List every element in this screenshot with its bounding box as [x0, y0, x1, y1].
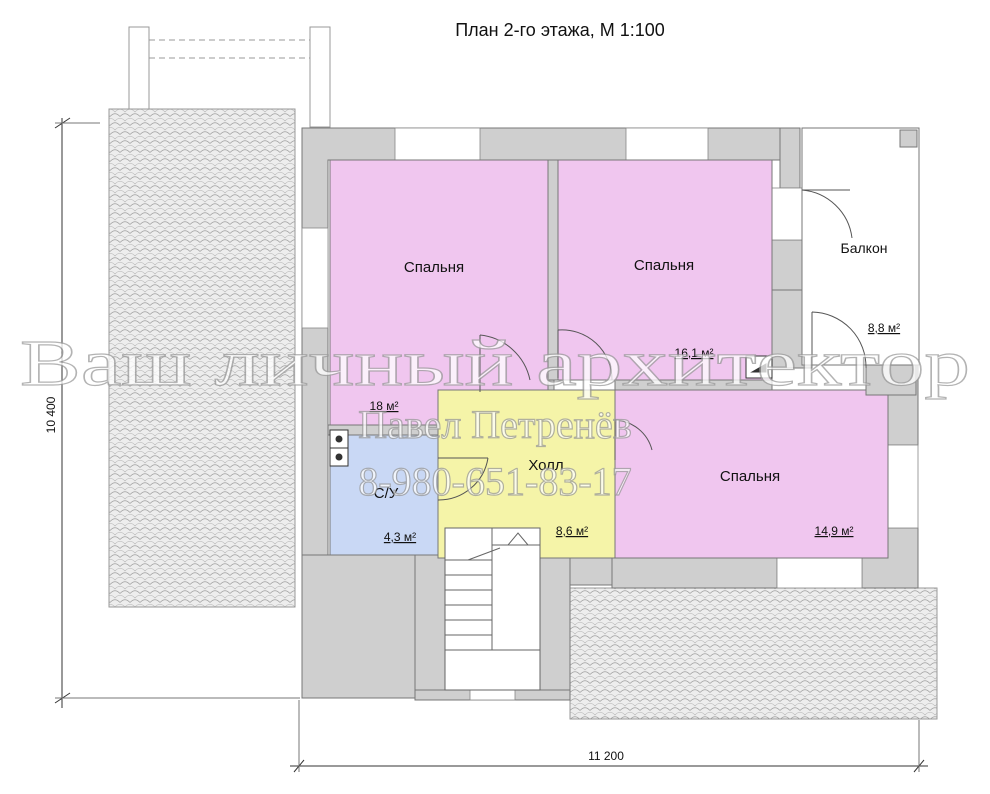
watermark: Ваш личный архитектор Павел Петренёв 8-9…: [19, 326, 970, 504]
dimension-horizontal: [290, 700, 928, 773]
windows: [301, 127, 919, 701]
room-label-bedroom-1: Спальня: [404, 259, 464, 276]
room-label-bedroom-3: Спальня: [720, 468, 780, 485]
room-area-bedroom-3: 14,9 м²: [815, 524, 854, 538]
roof-bottom-right: [569, 587, 938, 720]
balcony-post: [899, 129, 918, 148]
chimney-boxes: [329, 355, 773, 467]
room-label-hall: Холл: [528, 457, 563, 474]
watermark-line-2: Павел Петренёв: [358, 402, 631, 447]
room-label-bathroom: С/У: [374, 485, 399, 502]
roof-left: [108, 108, 296, 608]
room-area-bathroom: 4,3 м²: [384, 530, 416, 544]
room-balcony: [801, 127, 920, 366]
dashed-canopy: [128, 26, 331, 128]
room-label-bedroom-2: Спальня: [634, 257, 694, 274]
dimension-width-label: 11 200: [588, 749, 624, 763]
plan-title: План 2-го этажа, М 1:100: [455, 20, 665, 40]
dimension-vertical: [54, 117, 300, 708]
room-area-bedroom-2: 16,1 м²: [675, 346, 714, 360]
room-area-balcony: 8,8 м²: [868, 321, 900, 335]
room-label-balcony: Балкон: [841, 240, 888, 256]
doors: [437, 189, 867, 501]
room-area-bedroom-1: 18 м²: [370, 399, 399, 413]
room-area-hall: 8,6 м²: [556, 524, 588, 538]
watermark-line-3: 8-980-651-83-17: [358, 459, 631, 504]
watermark-line-1: Ваш личный архитектор: [20, 327, 970, 400]
dimension-height-label: 10 400: [44, 396, 58, 433]
staircase: [444, 527, 541, 691]
room-bedroom-2: [557, 159, 773, 381]
